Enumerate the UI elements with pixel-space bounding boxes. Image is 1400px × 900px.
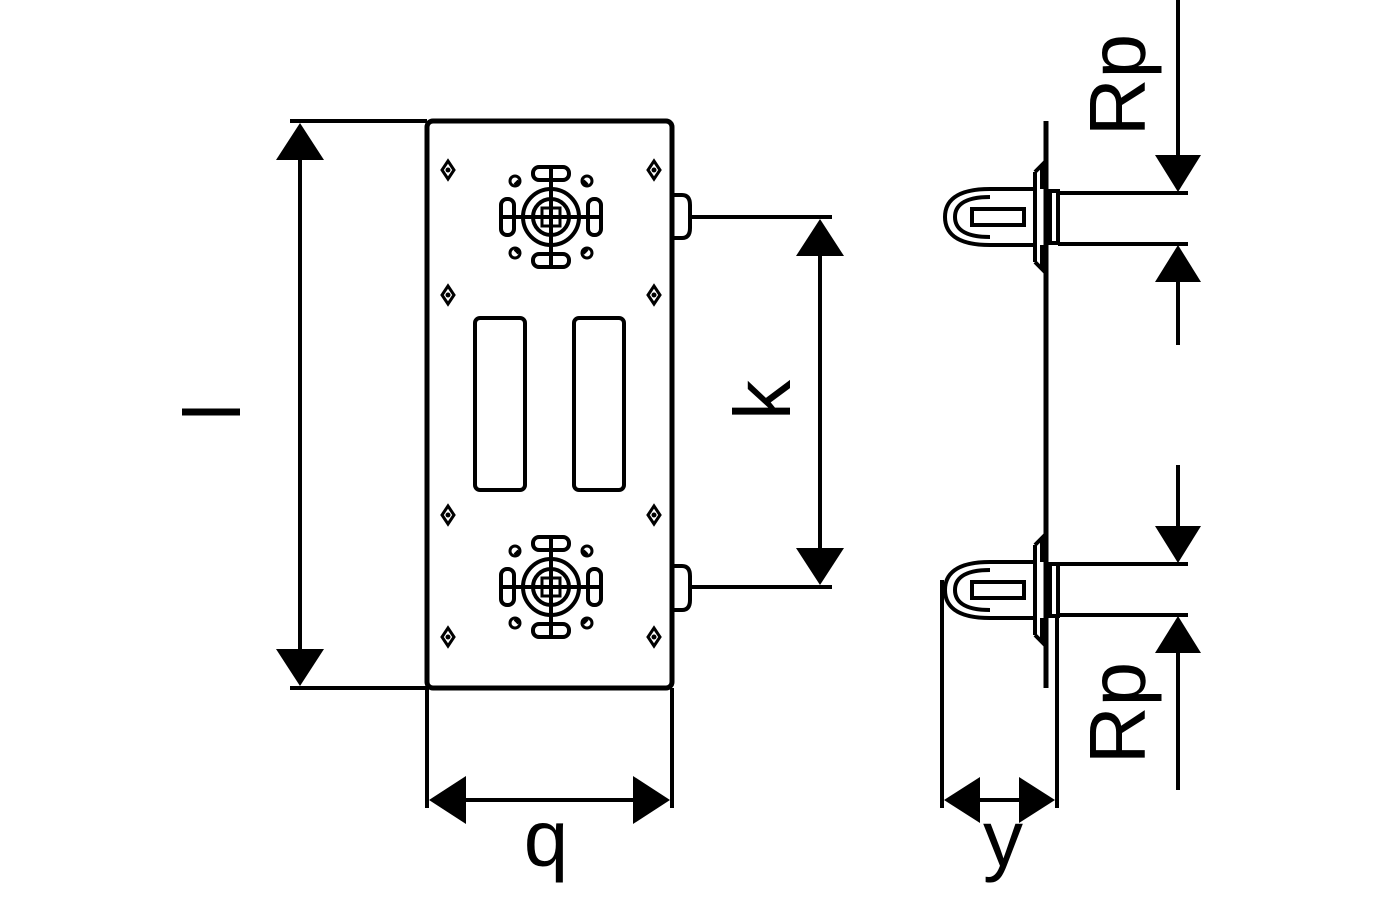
screw-hole-4 <box>646 284 662 306</box>
front-view <box>424 118 692 691</box>
dimension-l: l <box>168 119 427 690</box>
dimension-k: k <box>690 215 844 589</box>
label-y: y <box>983 794 1023 883</box>
side-fitting-bottom <box>943 536 1060 644</box>
screw-hole-5 <box>440 504 456 526</box>
dimension-q: q <box>425 688 674 883</box>
connector-nub-top <box>672 193 692 240</box>
screw-hole-6 <box>646 504 662 526</box>
side-fitting-top <box>943 163 1060 271</box>
screw-hole-7 <box>440 626 456 648</box>
screw-hole-2 <box>646 159 662 181</box>
screw-hole-1 <box>440 159 456 181</box>
valve-bottom <box>497 533 605 641</box>
label-rp-bottom: Rp <box>1073 662 1162 764</box>
screw-hole-3 <box>440 284 456 306</box>
screw-hole-8 <box>646 626 662 648</box>
label-k: k <box>718 379 807 420</box>
mounting-plate-outline <box>424 118 675 691</box>
label-rp-top: Rp <box>1073 34 1162 136</box>
slot-right <box>572 316 626 492</box>
connector-nub-bottom <box>672 564 692 612</box>
label-q: q <box>524 794 569 883</box>
dimension-y: y <box>940 580 1059 883</box>
label-l: l <box>168 403 257 421</box>
dimension-rp-bottom: Rp <box>1073 465 1201 790</box>
slot-left <box>473 316 527 492</box>
valve-top <box>497 163 605 271</box>
dimension-rp-top: Rp <box>1073 0 1201 345</box>
side-view <box>943 121 1188 688</box>
